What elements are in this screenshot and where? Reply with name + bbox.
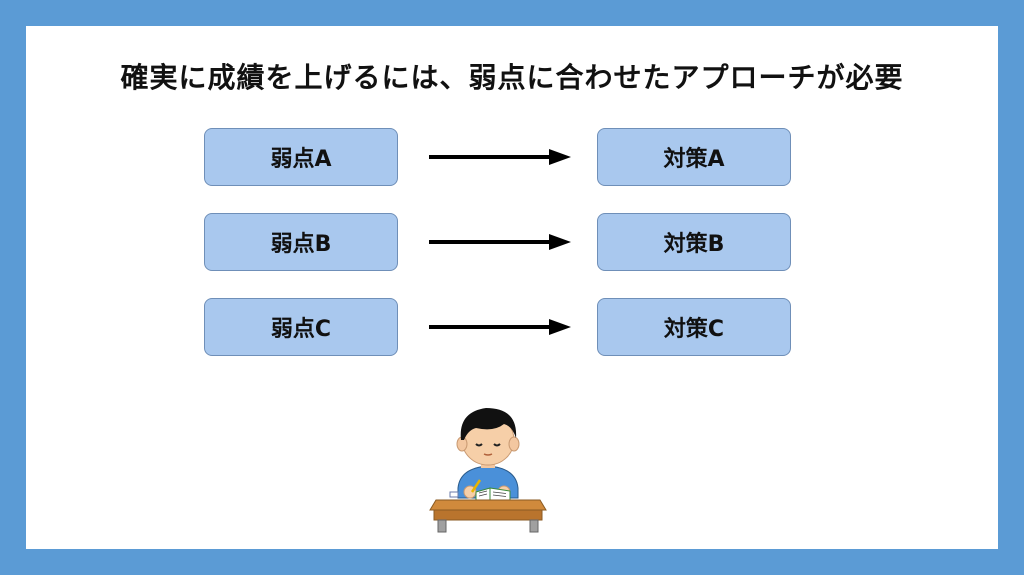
weakness-box-c: 弱点C (204, 298, 398, 356)
studying-student-illustration (429, 408, 547, 533)
countermeasure-box-b: 対策B (597, 213, 791, 271)
arrow-c-icon (429, 319, 571, 335)
arrow-b-icon (429, 234, 571, 250)
arrow-a-icon (429, 149, 571, 165)
weakness-box-b: 弱点B (204, 213, 398, 271)
slide: 確実に成績を上げるには、弱点に合わせたアプローチが必要 弱点A 弱点B 弱点C … (26, 26, 998, 549)
weakness-box-a: 弱点A (204, 128, 398, 186)
countermeasure-box-a: 対策A (597, 128, 791, 186)
slide-title: 確実に成績を上げるには、弱点に合わせたアプローチが必要 (120, 61, 904, 94)
countermeasure-box-c: 対策C (597, 298, 791, 356)
